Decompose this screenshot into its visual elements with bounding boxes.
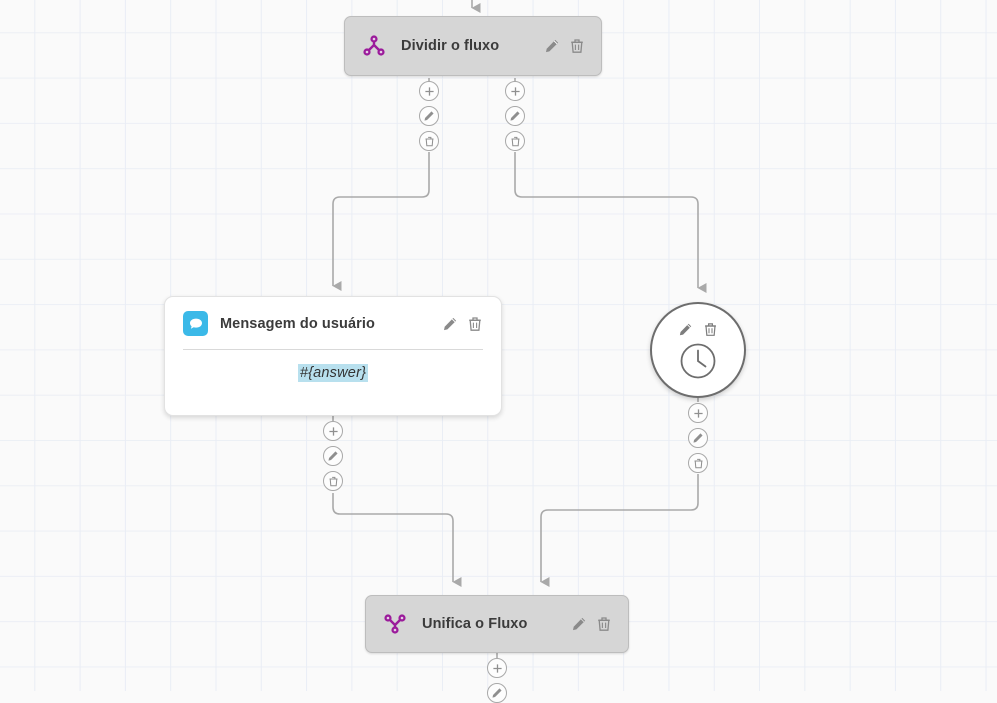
plus-icon[interactable] — [419, 81, 439, 101]
pencil-icon[interactable] — [678, 322, 693, 337]
merge-flow-icon — [382, 611, 408, 637]
trash-icon[interactable] — [419, 131, 439, 151]
trash-icon[interactable] — [467, 316, 483, 332]
plus-icon[interactable] — [688, 403, 708, 423]
pencil-icon[interactable] — [487, 683, 507, 703]
pencil-icon[interactable] — [505, 106, 525, 126]
node-title: Dividir o fluxo — [401, 38, 500, 54]
handle-stack-timer[interactable] — [688, 403, 708, 473]
card-divider — [183, 349, 483, 350]
pencil-icon[interactable] — [419, 106, 439, 126]
node-title: Unifica o Fluxo — [422, 616, 528, 632]
card-body: #{answer} — [165, 350, 501, 398]
handle-stack-message[interactable] — [323, 421, 343, 491]
pencil-icon[interactable] — [442, 316, 458, 332]
plus-icon[interactable] — [323, 421, 343, 441]
pencil-icon[interactable] — [571, 616, 587, 632]
clock-icon — [678, 341, 718, 381]
split-flow-icon — [361, 33, 387, 59]
handle-stack-split-right[interactable] — [505, 81, 525, 151]
node-actions — [442, 316, 483, 332]
trash-icon[interactable] — [323, 471, 343, 491]
plus-icon[interactable] — [487, 658, 507, 678]
pencil-icon[interactable] — [688, 428, 708, 448]
trash-icon[interactable] — [596, 616, 612, 632]
edge-split-to-message — [332, 152, 430, 291]
node-unifica-o-fluxo[interactable]: Unifica o Fluxo — [365, 595, 629, 653]
node-title: Mensagem do usuário — [220, 315, 375, 332]
node-timer[interactable] — [650, 302, 746, 398]
edge-split-to-timer — [514, 152, 707, 293]
trash-icon[interactable] — [688, 453, 708, 473]
card-header: Mensagem do usuário — [165, 297, 501, 336]
trash-icon[interactable] — [569, 38, 585, 54]
node-actions — [678, 322, 718, 337]
handle-stack-split-left[interactable] — [419, 81, 439, 151]
node-actions — [571, 616, 612, 632]
edge-timer-to-merge — [540, 474, 699, 587]
pencil-icon[interactable] — [544, 38, 560, 54]
variable-token: #{answer} — [297, 364, 369, 382]
handle-stack-merge[interactable] — [487, 658, 507, 703]
node-dividir-o-fluxo[interactable]: Dividir o fluxo — [344, 16, 602, 76]
trash-icon[interactable] — [505, 131, 525, 151]
pencil-icon[interactable] — [323, 446, 343, 466]
node-mensagem-do-usuario[interactable]: Mensagem do usuário — [164, 296, 502, 416]
plus-icon[interactable] — [505, 81, 525, 101]
node-actions — [544, 38, 585, 54]
chat-bubble-icon — [183, 311, 208, 336]
edge-message-to-merge — [332, 493, 462, 587]
trash-icon[interactable] — [703, 322, 718, 337]
